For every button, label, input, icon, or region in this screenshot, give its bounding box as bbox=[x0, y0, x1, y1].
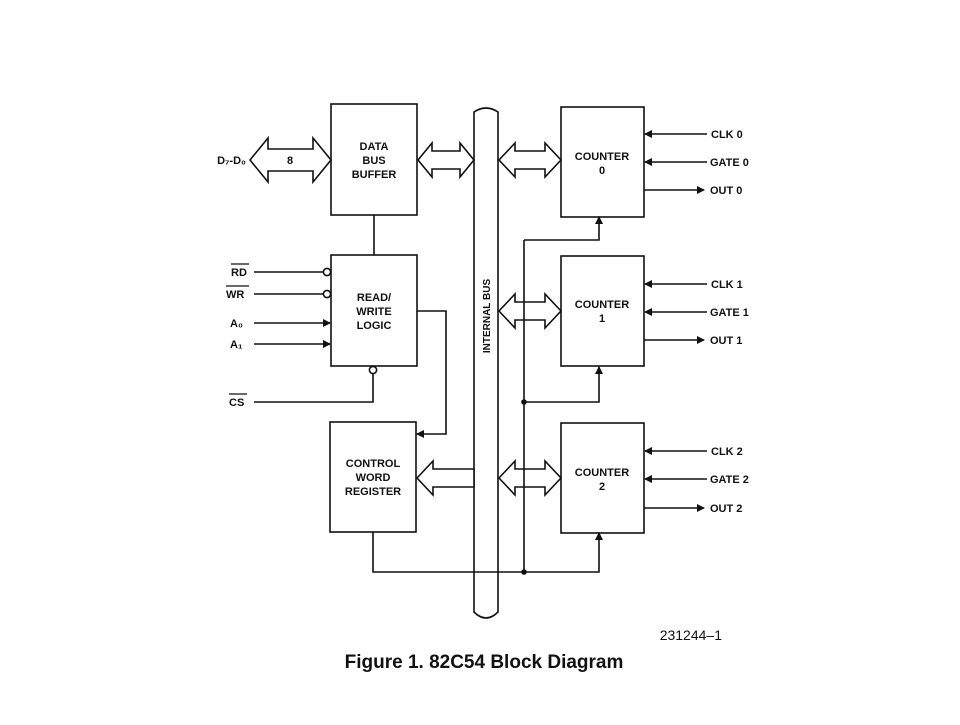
clk0-label: CLK 0 bbox=[711, 129, 743, 141]
control-word-register-line-2: WORD bbox=[356, 472, 391, 484]
data-bus-width-label: 8 bbox=[287, 155, 293, 167]
cs-inversion-bubble bbox=[368, 365, 378, 375]
figure-caption: Figure 1. 82C54 Block Diagram bbox=[345, 652, 624, 673]
counter-0-title: COUNTER bbox=[575, 151, 629, 163]
internal-bus bbox=[473, 107, 499, 619]
rd-label: RD bbox=[231, 267, 247, 279]
cs-wire bbox=[254, 374, 374, 403]
counter-0-control-wire bbox=[524, 216, 603, 241]
external-data-bus-arrow bbox=[248, 135, 333, 185]
counter-1-block bbox=[560, 255, 645, 367]
counter-2-bus-arrow bbox=[497, 458, 563, 498]
counter-1-index: 1 bbox=[599, 313, 605, 325]
control-word-bus-arrow bbox=[415, 458, 475, 498]
internal-bus-label: INTERNAL BUS bbox=[482, 279, 493, 354]
data-bus-buffer-block bbox=[330, 103, 418, 216]
wr-label: WR bbox=[226, 289, 244, 301]
out1-label: OUT 1 bbox=[710, 335, 742, 347]
gate2-label: GATE 2 bbox=[710, 474, 749, 486]
counter-1-title: COUNTER bbox=[575, 299, 629, 311]
wr-inversion-bubble bbox=[322, 289, 332, 299]
junction-dot bbox=[521, 569, 527, 575]
gate1-label: GATE 1 bbox=[710, 307, 749, 319]
counter-0-index: 0 bbox=[599, 165, 605, 177]
out2-label: OUT 2 bbox=[710, 503, 742, 515]
control-word-register-line-1: CONTROL bbox=[346, 458, 401, 470]
junction-dot bbox=[521, 399, 527, 405]
rd-inversion-bubble bbox=[322, 267, 332, 277]
counter-1-bus-arrow bbox=[497, 291, 563, 331]
data-bus-buffer-line-2: BUS bbox=[362, 155, 385, 167]
control-word-register-block bbox=[329, 421, 417, 533]
control-word-register-line-3: REGISTER bbox=[345, 486, 401, 498]
read-write-logic-line-3: LOGIC bbox=[357, 320, 392, 332]
data-bus-port-label: D₇-D₀ bbox=[217, 155, 246, 167]
counter-2-title: COUNTER bbox=[575, 467, 629, 479]
counter-2-index: 2 bbox=[599, 481, 605, 493]
clk1-label: CLK 1 bbox=[711, 279, 743, 291]
figure-reference-number: 231244–1 bbox=[660, 627, 723, 643]
cs-label: CS bbox=[229, 397, 244, 409]
counter-0-bus-arrow bbox=[497, 140, 563, 180]
read-write-logic-line-2: WRITE bbox=[356, 306, 391, 318]
a1-label: A₁ bbox=[230, 339, 243, 351]
counter-2-control-wire bbox=[524, 532, 603, 573]
gate0-label: GATE 0 bbox=[710, 157, 749, 169]
read-write-logic-line-1: READ/ bbox=[357, 292, 391, 304]
a0-label: A₀ bbox=[230, 318, 243, 330]
out0-label: OUT 0 bbox=[710, 185, 742, 197]
counter-1-control-wire bbox=[524, 366, 603, 403]
data-bus-buffer-line-3: BUFFER bbox=[352, 169, 397, 181]
buffer-bus-arrow bbox=[416, 140, 476, 180]
control-to-counters-wire bbox=[372, 532, 524, 573]
clk2-label: CLK 2 bbox=[711, 446, 743, 458]
read-write-logic-block bbox=[330, 254, 418, 367]
logic-to-control-wire bbox=[416, 310, 447, 438]
data-bus-buffer-line-1: DATA bbox=[360, 141, 389, 153]
